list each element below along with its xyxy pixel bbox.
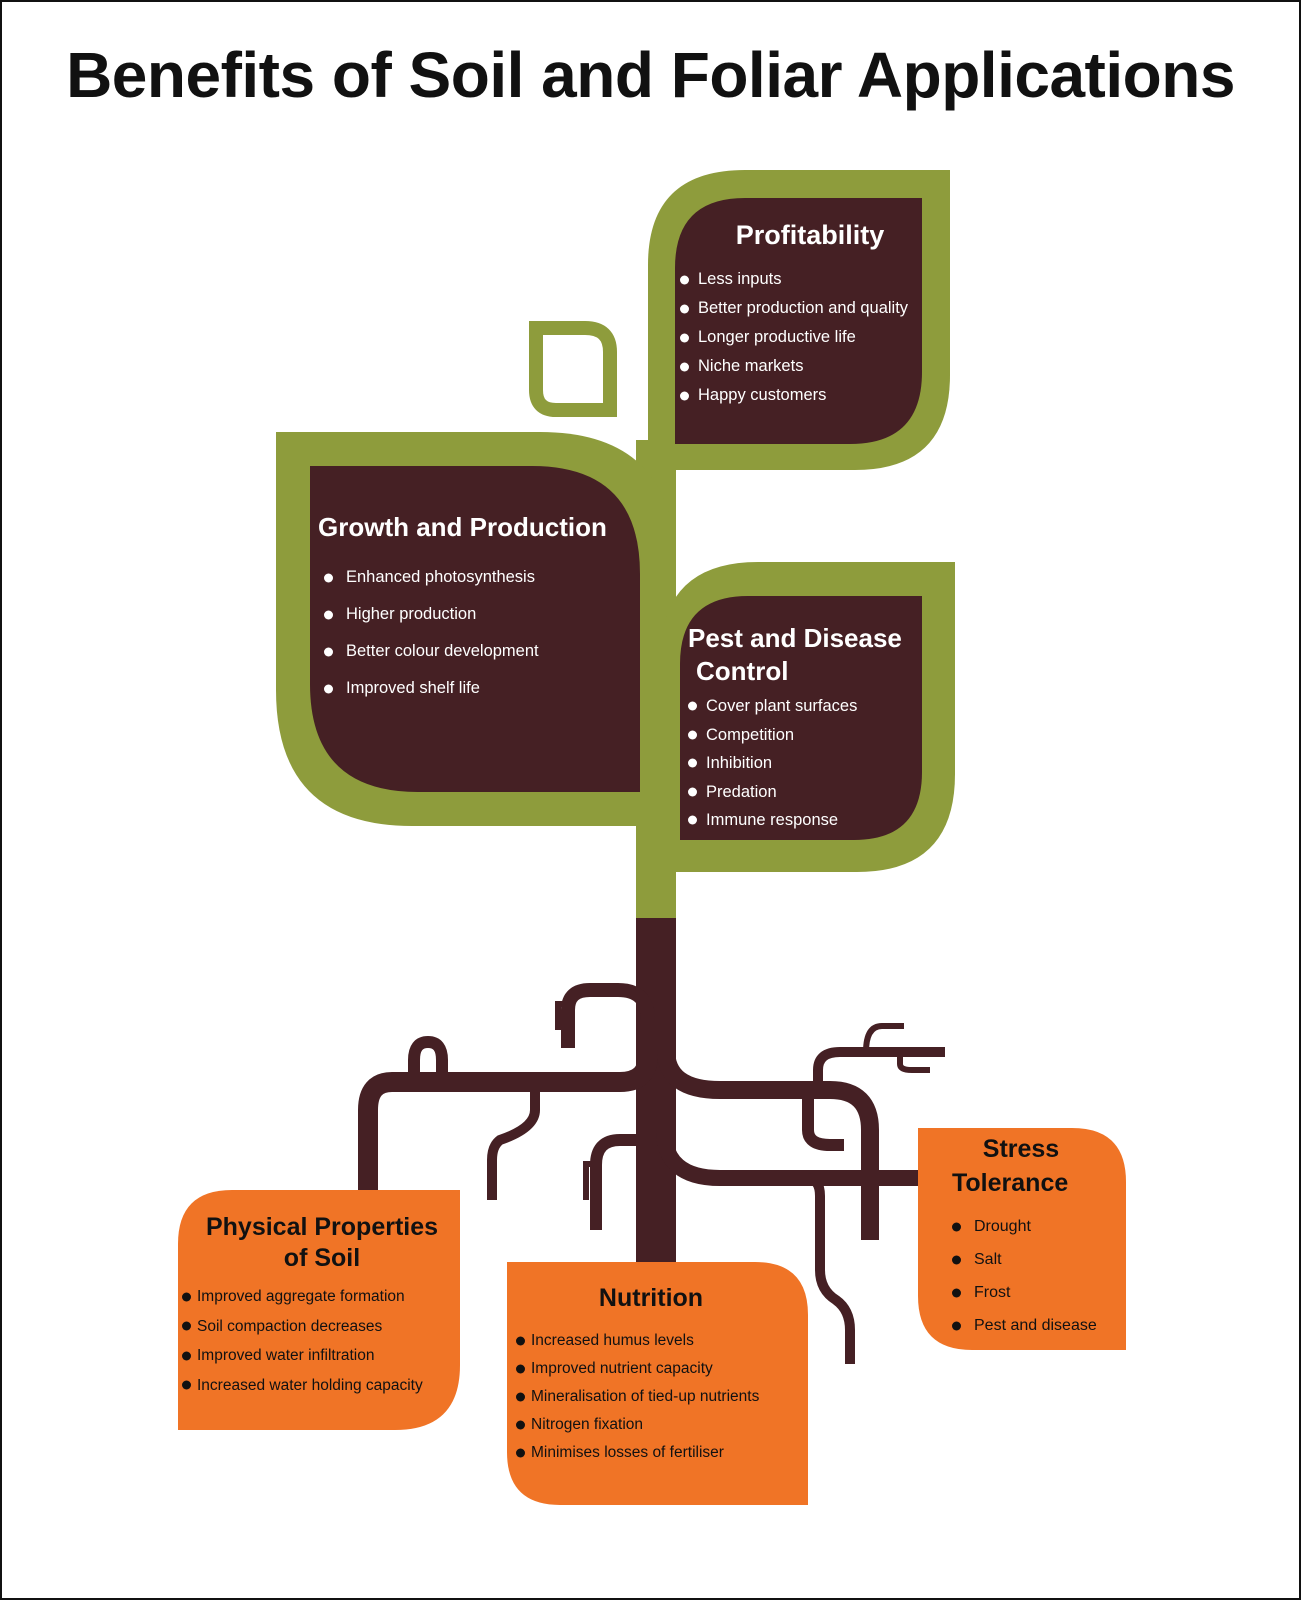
list-item: Better production and quality — [680, 294, 920, 323]
list-item: Soil compaction decreases — [182, 1312, 462, 1342]
page-title: Benefits of Soil and Foliar Applications — [66, 39, 1235, 111]
list-item: Higher production — [324, 596, 638, 633]
list-item: Increased water holding capacity — [182, 1371, 462, 1401]
profitability-leaf: Profitability Less inputs Better product… — [680, 220, 920, 410]
list-item: Nitrogen fixation — [516, 1411, 816, 1439]
list-item: Improved nutrient capacity — [516, 1355, 816, 1383]
list-item: Cover plant surfaces — [688, 692, 924, 721]
root-branches — [358, 960, 945, 1364]
list-item: Enhanced photosynthesis — [324, 559, 638, 596]
list-item: Niche markets — [680, 352, 920, 381]
growth-list: Enhanced photosynthesis Higher productio… — [324, 559, 638, 707]
list-item: Drought — [952, 1210, 1124, 1243]
stress-tolerance-box: Stress Tolerance Drought Salt Frost Pest… — [952, 1132, 1124, 1342]
list-item: Happy customers — [680, 381, 920, 410]
pest-title-line1: Pest and Disease — [688, 623, 902, 653]
nutrition-title: Nutrition — [598, 1284, 704, 1312]
pest-title-line2: Control — [696, 656, 789, 686]
list-item: Longer productive life — [680, 323, 920, 352]
list-item: Predation — [688, 778, 924, 807]
stress-title-line1: Stress — [982, 1135, 1060, 1163]
physical-properties-box: Physical Properties of Soil Improved agg… — [182, 1212, 462, 1400]
list-item: Increased humus levels — [516, 1327, 816, 1355]
list-item: Improved water infiltration — [182, 1341, 462, 1371]
small-leaf-icon — [529, 321, 617, 417]
nutrition-list: Increased humus levels Improved nutrient… — [516, 1327, 816, 1467]
list-item: Improved shelf life — [324, 670, 638, 707]
list-item: Minimises losses of fertiliser — [516, 1439, 816, 1467]
stress-list: Drought Salt Frost Pest and disease — [952, 1210, 1124, 1342]
profitability-title: Profitability — [735, 220, 885, 250]
list-item: Less inputs — [680, 265, 920, 294]
list-item: Immune response — [688, 806, 924, 835]
list-item: Improved aggregate formation — [182, 1282, 462, 1312]
list-item: Mineralisation of tied-up nutrients — [516, 1383, 816, 1411]
profitability-list: Less inputs Better production and qualit… — [680, 265, 920, 410]
stress-title-line2: Tolerance — [952, 1169, 1069, 1197]
list-item: Better colour development — [324, 633, 638, 670]
list-item: Frost — [952, 1276, 1124, 1309]
physical-list: Improved aggregate formation Soil compac… — [182, 1282, 462, 1400]
growth-title: Growth and Production — [318, 512, 607, 542]
physical-title-line2: of Soil — [283, 1244, 361, 1272]
physical-title-line1: Physical Properties — [205, 1213, 439, 1241]
list-item: Salt — [952, 1243, 1124, 1276]
list-item: Pest and disease — [952, 1309, 1124, 1342]
list-item: Competition — [688, 721, 924, 750]
pest-list: Cover plant surfaces Competition Inhibit… — [688, 692, 924, 835]
growth-leaf: Growth and Production Enhanced photosynt… — [318, 512, 638, 707]
nutrition-box: Nutrition Increased humus levels Improve… — [516, 1284, 816, 1467]
list-item: Inhibition — [688, 749, 924, 778]
pest-leaf: Pest and Disease Control Cover plant sur… — [688, 622, 924, 835]
